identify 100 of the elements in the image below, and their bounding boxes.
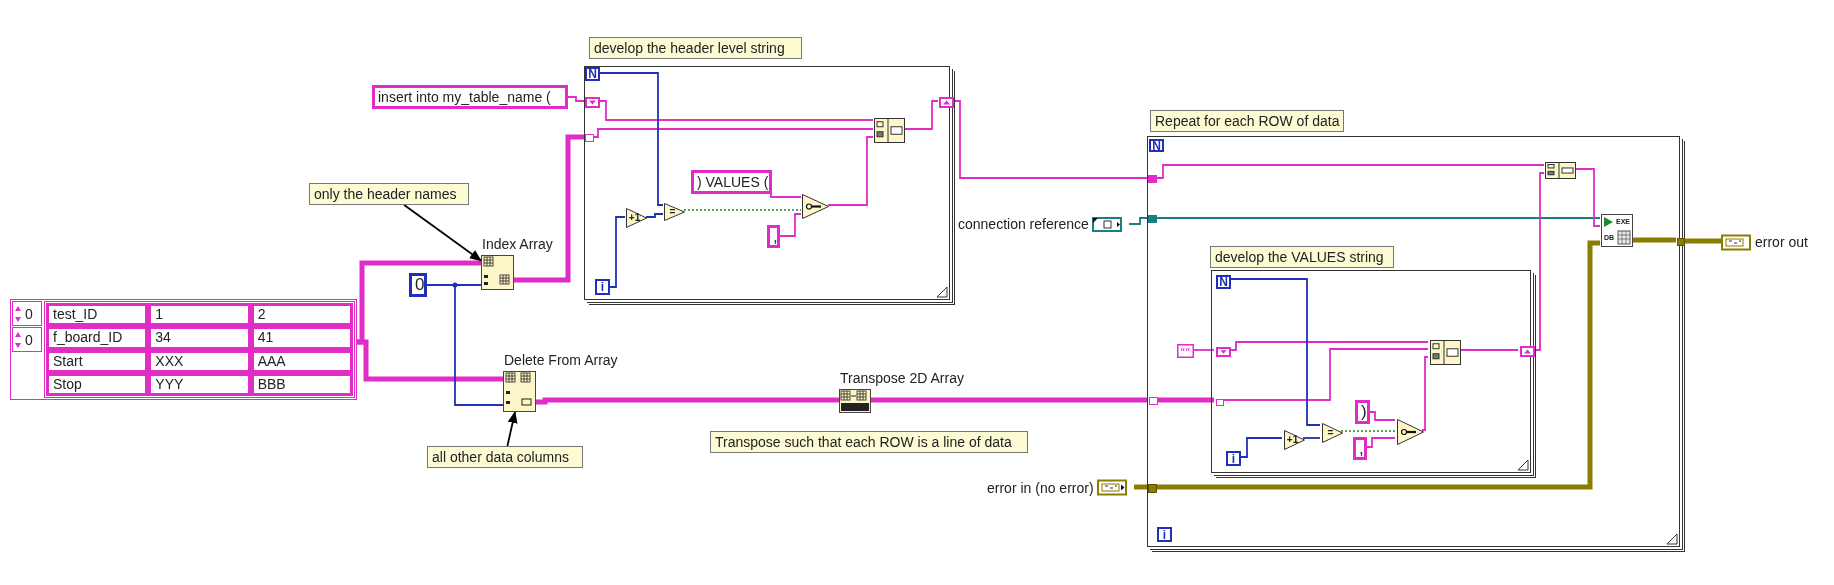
wire xyxy=(1367,411,1396,421)
wire xyxy=(1128,217,1148,225)
loop-tunnel xyxy=(1149,397,1158,405)
wire xyxy=(1157,397,1214,403)
table-cell: Start xyxy=(46,349,149,373)
loop-terminal: i xyxy=(1157,527,1172,542)
string-constant: , xyxy=(767,225,780,248)
shift-register xyxy=(1520,346,1535,357)
numeric-constant: 0 xyxy=(409,273,427,297)
shift-register xyxy=(585,97,600,108)
wire xyxy=(827,136,874,206)
operator-symbol: +1 xyxy=(1286,435,1299,445)
wire xyxy=(536,397,839,405)
table-cell: XXX xyxy=(148,349,251,373)
comment-note: only the header names xyxy=(309,183,469,205)
wire xyxy=(903,100,939,130)
function-label: Transpose 2D Array xyxy=(840,370,964,386)
wire xyxy=(1421,356,1429,431)
concatenate-strings-icon xyxy=(1545,162,1576,179)
wire xyxy=(1155,217,1601,219)
control-label: error out xyxy=(1755,233,1808,251)
array-constant xyxy=(10,299,357,400)
table-cell: 1 xyxy=(148,303,251,327)
function-label: Delete From Array xyxy=(504,352,618,368)
equal-function xyxy=(664,203,685,221)
table-cell: 41 xyxy=(250,326,353,350)
equal-function xyxy=(1322,423,1343,443)
wire xyxy=(357,339,503,382)
loop-tunnel xyxy=(1148,215,1157,223)
function-label: Index Array xyxy=(482,236,553,252)
wire xyxy=(1228,278,1321,426)
wire xyxy=(426,284,504,406)
loop-tunnel xyxy=(1148,484,1157,493)
loop-terminal: N xyxy=(1216,275,1231,289)
wire xyxy=(1134,484,1147,490)
comment-note: Transpose such that each ROW is a line of data xyxy=(710,431,1028,453)
increment-function xyxy=(626,208,647,228)
loop-terminal: N xyxy=(1149,139,1164,152)
table-cell: f_board_ID xyxy=(46,326,149,350)
wire xyxy=(514,134,584,283)
loop-tunnel xyxy=(1216,399,1224,406)
wire xyxy=(1192,349,1215,351)
table-cell: 34 xyxy=(148,326,251,350)
increment-function xyxy=(1284,430,1305,450)
table-cell: test_ID xyxy=(46,303,149,327)
operator-symbol: = xyxy=(669,207,676,217)
leader-arrow xyxy=(403,204,482,262)
select-function-icon xyxy=(1397,419,1424,445)
string-constant: ) xyxy=(1355,400,1370,424)
wire xyxy=(1221,348,1429,401)
table-cell: 2 xyxy=(250,303,353,327)
wire xyxy=(770,192,802,198)
string-constant: , xyxy=(1353,437,1367,460)
operator-symbol: +1 xyxy=(628,213,641,223)
comment-note: all other data columns xyxy=(427,446,583,468)
loop-terminal: i xyxy=(595,279,610,295)
leader-arrow xyxy=(506,411,518,447)
loop-tunnel xyxy=(1677,238,1685,246)
control-label: connection reference xyxy=(958,215,1089,233)
string-constant: insert into my_table_name ( xyxy=(372,85,568,109)
wire xyxy=(645,213,664,218)
wire xyxy=(1632,237,1676,243)
wire xyxy=(598,72,664,206)
wire xyxy=(871,397,1148,403)
wire xyxy=(1238,437,1283,458)
wire xyxy=(1574,168,1601,227)
comment-note: Repeat for each ROW of data xyxy=(1150,110,1344,132)
loop-terminal: N xyxy=(585,67,600,81)
index-value: 0 xyxy=(25,331,33,348)
loop-terminal: i xyxy=(1226,451,1241,466)
concatenate-strings-icon xyxy=(1430,340,1461,365)
wire xyxy=(952,100,1148,179)
operator-symbol: = xyxy=(1327,428,1334,438)
wire xyxy=(1684,238,1721,244)
table-cell: YYY xyxy=(148,372,251,396)
shift-register xyxy=(939,97,954,108)
comment-note: develop the VALUES string xyxy=(1210,246,1394,268)
shift-register xyxy=(1216,347,1231,357)
wire xyxy=(1155,164,1545,179)
wire xyxy=(1228,341,1429,351)
select-function-icon xyxy=(802,194,829,219)
wire xyxy=(1156,240,1600,490)
index-value: 0 xyxy=(25,305,33,322)
wire xyxy=(598,100,874,121)
wire xyxy=(608,216,626,288)
string-constant: ) VALUES ( xyxy=(691,170,772,194)
wire xyxy=(1340,430,1396,432)
control-label: error in (no error) xyxy=(987,478,1094,497)
wire xyxy=(778,213,802,237)
empty-string-icon xyxy=(1177,344,1194,358)
loop-tunnel xyxy=(585,134,594,142)
wire xyxy=(1364,437,1396,448)
table-cell: Stop xyxy=(46,372,149,396)
wire xyxy=(567,96,585,102)
concatenate-strings-icon xyxy=(874,118,905,143)
wire xyxy=(1302,437,1321,439)
wire xyxy=(592,128,874,138)
loop-tunnel xyxy=(1148,175,1157,183)
wire xyxy=(683,209,802,211)
comment-note: develop the header level string xyxy=(589,37,802,59)
